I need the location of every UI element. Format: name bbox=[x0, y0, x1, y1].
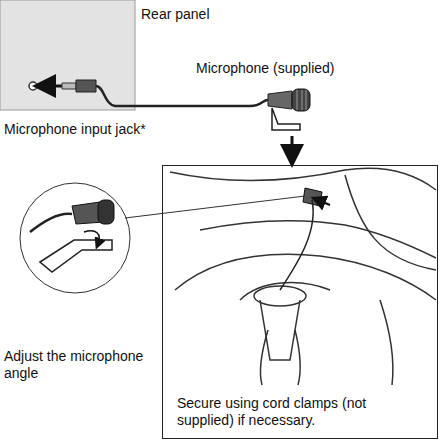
jack-label: Microphone input jack* bbox=[4, 121, 146, 138]
panel-label: Rear panel bbox=[141, 6, 210, 23]
instruction-label: Adjust the microphone angle bbox=[4, 348, 144, 382]
inset-box: Secure using cord clamps (not supplied) … bbox=[162, 165, 438, 439]
note-text: Secure using cord clamps (not supplied) … bbox=[175, 394, 409, 430]
part-label: Microphone (supplied) bbox=[196, 60, 335, 77]
